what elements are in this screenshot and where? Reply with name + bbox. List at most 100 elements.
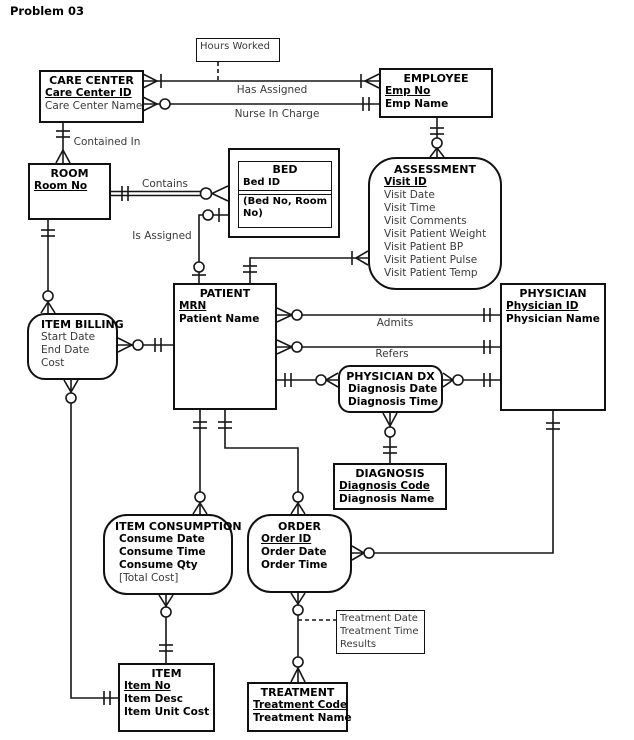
rel-label-admits: Admits [376,317,414,329]
assessment-title: ASSESSMENT [394,163,476,176]
rel-label-is-assigned: Is Assigned [132,230,192,242]
rel-label-refers: Refers [375,348,409,360]
entity-physician-dx: PHYSICIAN DX Diagnosis Date Diagnosis Ti… [338,365,443,413]
attr-physician-name: Physician Name [506,313,600,325]
attr-consume-qty: Consume Qty [119,559,198,571]
patient-title: PATIENT [199,287,251,300]
attr-bed-id: Bed ID [243,177,281,188]
treatment-title: TREATMENT [260,686,335,699]
attr-consume-date: Consume Date [119,533,205,545]
attr-emp-no: Emp No [385,85,431,97]
page-title: Problem 03 [10,4,84,18]
attr-visit-patient-pulse: Visit Patient Pulse [384,254,478,266]
entity-assessment: ASSESSMENT Visit ID Visit Date Visit Tim… [368,157,502,290]
attr-visit-comments: Visit Comments [384,215,467,227]
attr-cost: Cost [41,357,65,369]
entity-order: ORDER Order ID Order Date Order Time [247,514,352,593]
attr-total-cost: [Total Cost] [119,572,179,584]
entity-physician: PHYSICIAN Physician ID Physician Name [500,283,606,411]
attr-consume-time: Consume Time [119,546,206,558]
rel-item-consumption-item-line [158,594,174,663]
attr-physician-id: Physician ID [506,300,579,312]
bed-title: BED [272,163,298,176]
entity-patient: PATIENT MRN Patient Name [173,283,277,410]
rel-patient-item-consumption-line [192,410,208,515]
treatment-date-label: Treatment Date [340,613,418,624]
rel-assessment-patient-line [243,250,369,283]
rel-has-assigned-line [142,62,380,89]
physician-title: PHYSICIAN [519,287,587,300]
care-center-title: CARE CENTER [49,74,134,87]
attr-item-desc: Item Desc [124,693,183,705]
attr-diagnosis-name: Diagnosis Name [339,493,435,505]
rel-contains-line [111,185,229,202]
treatment-attributes-box: Treatment Date Treatment Time Results [336,610,425,654]
rel-patient-order-line [218,410,306,515]
attr-item-no: Item No [124,680,171,692]
bed-separator [239,190,331,195]
attr-end-date: End Date [41,344,90,356]
attr-diagnosis-date: Diagnosis Date [348,383,438,395]
entity-bed: BED Bed ID (Bed No, Room No) [238,161,332,228]
attr-treatment-name: Treatment Name [253,712,352,724]
rel-label-nurse-in-charge: Nurse In Charge [234,108,320,120]
rel-label-has-assigned: Has Assigned [236,84,308,96]
attr-diagnosis-code: Diagnosis Code [339,480,430,492]
entity-item: ITEM Item No Item Desc Item Unit Cost [118,663,215,732]
treatment-time-label: Treatment Time [340,626,419,637]
attr-item-unit-cost: Item Unit Cost [124,706,210,718]
order-title: ORDER [278,520,321,533]
attr-patient-name: Patient Name [179,313,260,325]
rel-physician-dx-physician-line [442,372,500,388]
attr-order-date: Order Date [261,546,327,558]
rel-is-assigned-line [192,208,228,283]
results-label: Results [340,639,377,650]
attr-treatment-code: Treatment Code [253,699,348,711]
rel-contained-in-line [55,123,71,164]
attr-bed-no-room-no: (Bed No, Room No) [243,195,327,219]
attr-diagnosis-time: Diagnosis Time [348,396,439,408]
attr-emp-name: Emp Name [385,98,449,110]
entity-item-billing: ITEM BILLING Start Date End Date Cost [27,313,124,380]
rel-nurse-in-charge-line [142,96,379,112]
rel-employee-assessment-line [429,118,445,158]
physician-dx-title: PHYSICIAN DX [346,370,435,383]
rel-order-physician-line [351,411,560,561]
rel-refers-line [276,339,500,355]
entity-care-center: CARE CENTER Care Center ID Care Center N… [39,70,144,123]
item-billing-title: ITEM BILLING [41,318,124,331]
attr-room-no: Room No [34,180,88,192]
rel-label-contains: Contains [141,178,189,190]
attr-visit-date: Visit Date [384,189,435,201]
attr-visit-time: Visit Time [384,202,436,214]
rel-item-billing-item-line [63,379,118,705]
entity-diagnosis: DIAGNOSIS Diagnosis Code Diagnosis Name [333,463,447,510]
entity-item-consumption: ITEM CONSUMPTION Consume Date Consume Ti… [103,514,242,595]
room-title: ROOM [50,167,89,180]
rel-item-billing-patient-line [117,337,173,353]
hours-worked-label: Hours Worked [200,41,270,52]
employee-title: EMPLOYEE [403,72,469,85]
rel-patient-physician-dx-line [277,372,339,388]
rel-physician-dx-diagnosis-line [382,412,398,463]
diagnosis-title: DIAGNOSIS [355,467,425,480]
attr-start-date: Start Date [41,331,96,343]
rel-label-contained-in: Contained In [73,136,141,148]
entity-employee: EMPLOYEE Emp No Emp Name [379,68,493,118]
attr-visit-patient-weight: Visit Patient Weight [384,228,487,240]
item-title: ITEM [151,667,182,680]
entity-room: ROOM Room No [28,163,111,220]
entity-treatment: TREATMENT Treatment Code Treatment Name [247,682,352,732]
attr-order-time: Order Time [261,559,328,571]
attr-visit-patient-bp: Visit Patient BP [384,241,464,253]
attr-care-center-name: Care Center Name [45,100,143,112]
rel-admits-line [276,307,500,323]
attr-mrn: MRN [179,300,207,312]
attr-visit-id: Visit ID [384,176,427,188]
item-consumption-title: ITEM CONSUMPTION [115,520,242,533]
entity-bed-outer: BED Bed ID (Bed No, Room No) [228,148,340,238]
attr-visit-patient-temp: Visit Patient Temp [384,267,478,279]
rel-order-treatment-line [290,592,336,683]
